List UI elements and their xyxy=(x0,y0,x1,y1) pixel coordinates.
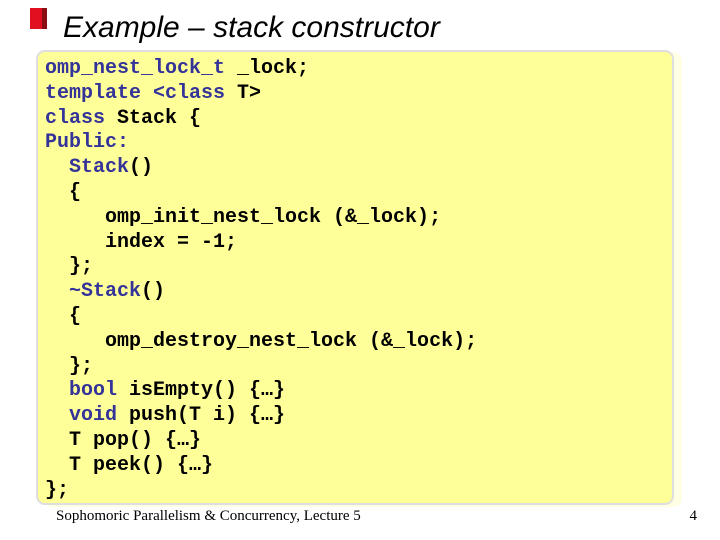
code-line: Stack() xyxy=(45,156,672,181)
code-line: class Stack { xyxy=(45,107,672,132)
code-keyword: template <class xyxy=(45,81,238,105)
code-line: { xyxy=(45,305,672,330)
code-line: { xyxy=(45,181,672,206)
code-text: T pop() {…} xyxy=(45,428,202,452)
code-text: () xyxy=(129,156,154,180)
code-line: }; xyxy=(45,355,672,380)
code-text: }; xyxy=(45,354,94,378)
code-line: bool isEmpty() {…} xyxy=(45,379,672,404)
code-line: T peek() {…} xyxy=(45,454,672,479)
code-text: omp_init_nest_lock (&_lock); xyxy=(45,205,442,229)
code-line: ~Stack() xyxy=(45,280,672,305)
code-text: _lock; xyxy=(225,57,310,80)
code-line: Public: xyxy=(45,131,672,156)
code-text: isEmpty() {…} xyxy=(117,379,286,403)
code-keyword: Public: xyxy=(45,131,130,155)
code-line: omp_init_nest_lock (&_lock); xyxy=(45,206,672,231)
code-text xyxy=(45,379,69,402)
code-text: Stack { xyxy=(105,106,202,130)
code-text: }; xyxy=(45,255,94,279)
code-text: () xyxy=(141,280,166,304)
code-line: omp_destroy_nest_lock (&_lock); xyxy=(45,330,672,355)
code-block: omp_nest_lock_t _lock;template <class T>… xyxy=(36,50,674,505)
code-keyword: void xyxy=(69,404,118,428)
code-keyword: ~Stack xyxy=(45,280,142,304)
page-number: 4 xyxy=(689,508,698,524)
code-text xyxy=(45,404,69,427)
footer-text: Sophomoric Parallelism & Concurrency, Le… xyxy=(56,508,361,524)
code-text: }; xyxy=(45,478,70,502)
code-line: omp_nest_lock_t _lock; xyxy=(45,57,672,82)
red-square-decoration xyxy=(30,8,47,29)
code-text: { xyxy=(45,304,82,328)
code-keyword: bool xyxy=(69,379,118,403)
code-line: }; xyxy=(45,255,672,280)
code-text: omp_destroy_nest_lock (&_lock); xyxy=(45,329,478,353)
code-text: T> xyxy=(237,81,262,105)
code-keyword: class xyxy=(45,106,106,130)
code-line: template <class T> xyxy=(45,82,672,107)
code-line: index = -1; xyxy=(45,231,672,256)
code-keyword: Stack xyxy=(45,156,130,180)
code-line: }; xyxy=(45,478,672,503)
code-text: index = -1; xyxy=(45,230,238,254)
code-text: push(T i) {…} xyxy=(117,404,286,428)
code-keyword: omp_nest_lock_t xyxy=(45,57,226,80)
code-text: T peek() {…} xyxy=(45,453,214,477)
code-line: void push(T i) {…} xyxy=(45,404,672,429)
code-line: T pop() {…} xyxy=(45,429,672,454)
code-text: { xyxy=(45,180,82,204)
slide-title: Example – stack constructor xyxy=(63,11,440,44)
